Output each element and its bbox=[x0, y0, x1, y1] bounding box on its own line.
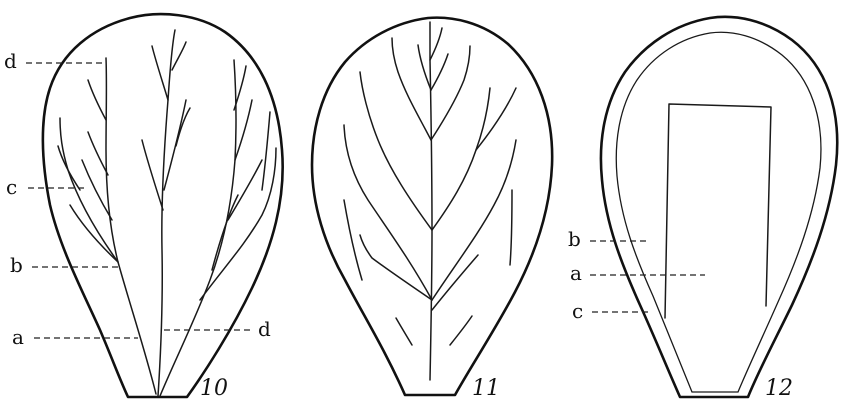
fig10-number: 10 bbox=[200, 376, 228, 401]
fig10-vein bbox=[87, 131, 109, 176]
figure-10: d c b a d 10 bbox=[4, 12, 284, 401]
fig11-vein bbox=[343, 124, 433, 301]
fig10-vein-b bbox=[105, 57, 157, 395]
fig10-vein bbox=[69, 204, 119, 263]
fig10-vein bbox=[171, 41, 187, 71]
fig10-vein bbox=[211, 194, 239, 271]
fig11-vein bbox=[417, 44, 432, 91]
fig10-vein bbox=[234, 99, 253, 161]
fig10-label-d-bottom: d bbox=[258, 317, 271, 341]
fig12-outline-outer bbox=[599, 15, 839, 399]
fig10-vein bbox=[87, 79, 107, 121]
fig10-vein bbox=[81, 159, 113, 221]
fig11-vein bbox=[431, 87, 491, 231]
fig11-vein bbox=[359, 71, 433, 231]
fig10-outline bbox=[41, 12, 284, 399]
fig11-vein bbox=[431, 139, 517, 301]
fig11-vein bbox=[430, 45, 471, 141]
fig11-vein bbox=[509, 189, 513, 266]
fig10-label-d-top: d bbox=[4, 49, 17, 73]
fig11-number: 11 bbox=[472, 376, 500, 401]
fig12-number: 12 bbox=[765, 376, 793, 401]
fig10-vein bbox=[175, 107, 191, 147]
fig11-vein bbox=[449, 315, 473, 346]
fig10-vein bbox=[141, 139, 164, 211]
fig10-vein bbox=[57, 145, 81, 191]
fig11-midrib bbox=[429, 21, 433, 381]
fig12-inner-frame bbox=[664, 103, 772, 319]
fig11-vein bbox=[430, 53, 449, 91]
fig12-label-a: a bbox=[570, 261, 582, 285]
figure-11: 11 bbox=[310, 16, 554, 401]
fig11-vein bbox=[359, 234, 433, 301]
fig10-vein bbox=[227, 159, 263, 221]
fig11-vein bbox=[395, 317, 413, 346]
fig10-vein bbox=[151, 45, 169, 101]
fig10-label-a: a bbox=[12, 325, 24, 349]
fig10-vein bbox=[261, 111, 271, 191]
fig11-vein bbox=[391, 37, 432, 141]
fig12-outline-inner bbox=[615, 31, 822, 393]
fig10-label-c: c bbox=[6, 175, 17, 199]
fig12-label-b: b bbox=[568, 227, 581, 251]
fig11-outline bbox=[310, 16, 554, 397]
fig11-vein bbox=[429, 27, 443, 61]
fig11-vein bbox=[431, 254, 479, 311]
fig10-midrib bbox=[157, 29, 176, 397]
fig11-vein bbox=[343, 199, 363, 281]
fig10-label-b: b bbox=[10, 253, 23, 277]
fig11-vein bbox=[475, 87, 517, 151]
fig10-vein bbox=[199, 147, 277, 301]
fig10-vein bbox=[233, 65, 247, 111]
figure-12: b a c 12 bbox=[568, 15, 839, 401]
fig12-label-c: c bbox=[572, 299, 583, 323]
fig10-vein-c bbox=[59, 117, 119, 263]
